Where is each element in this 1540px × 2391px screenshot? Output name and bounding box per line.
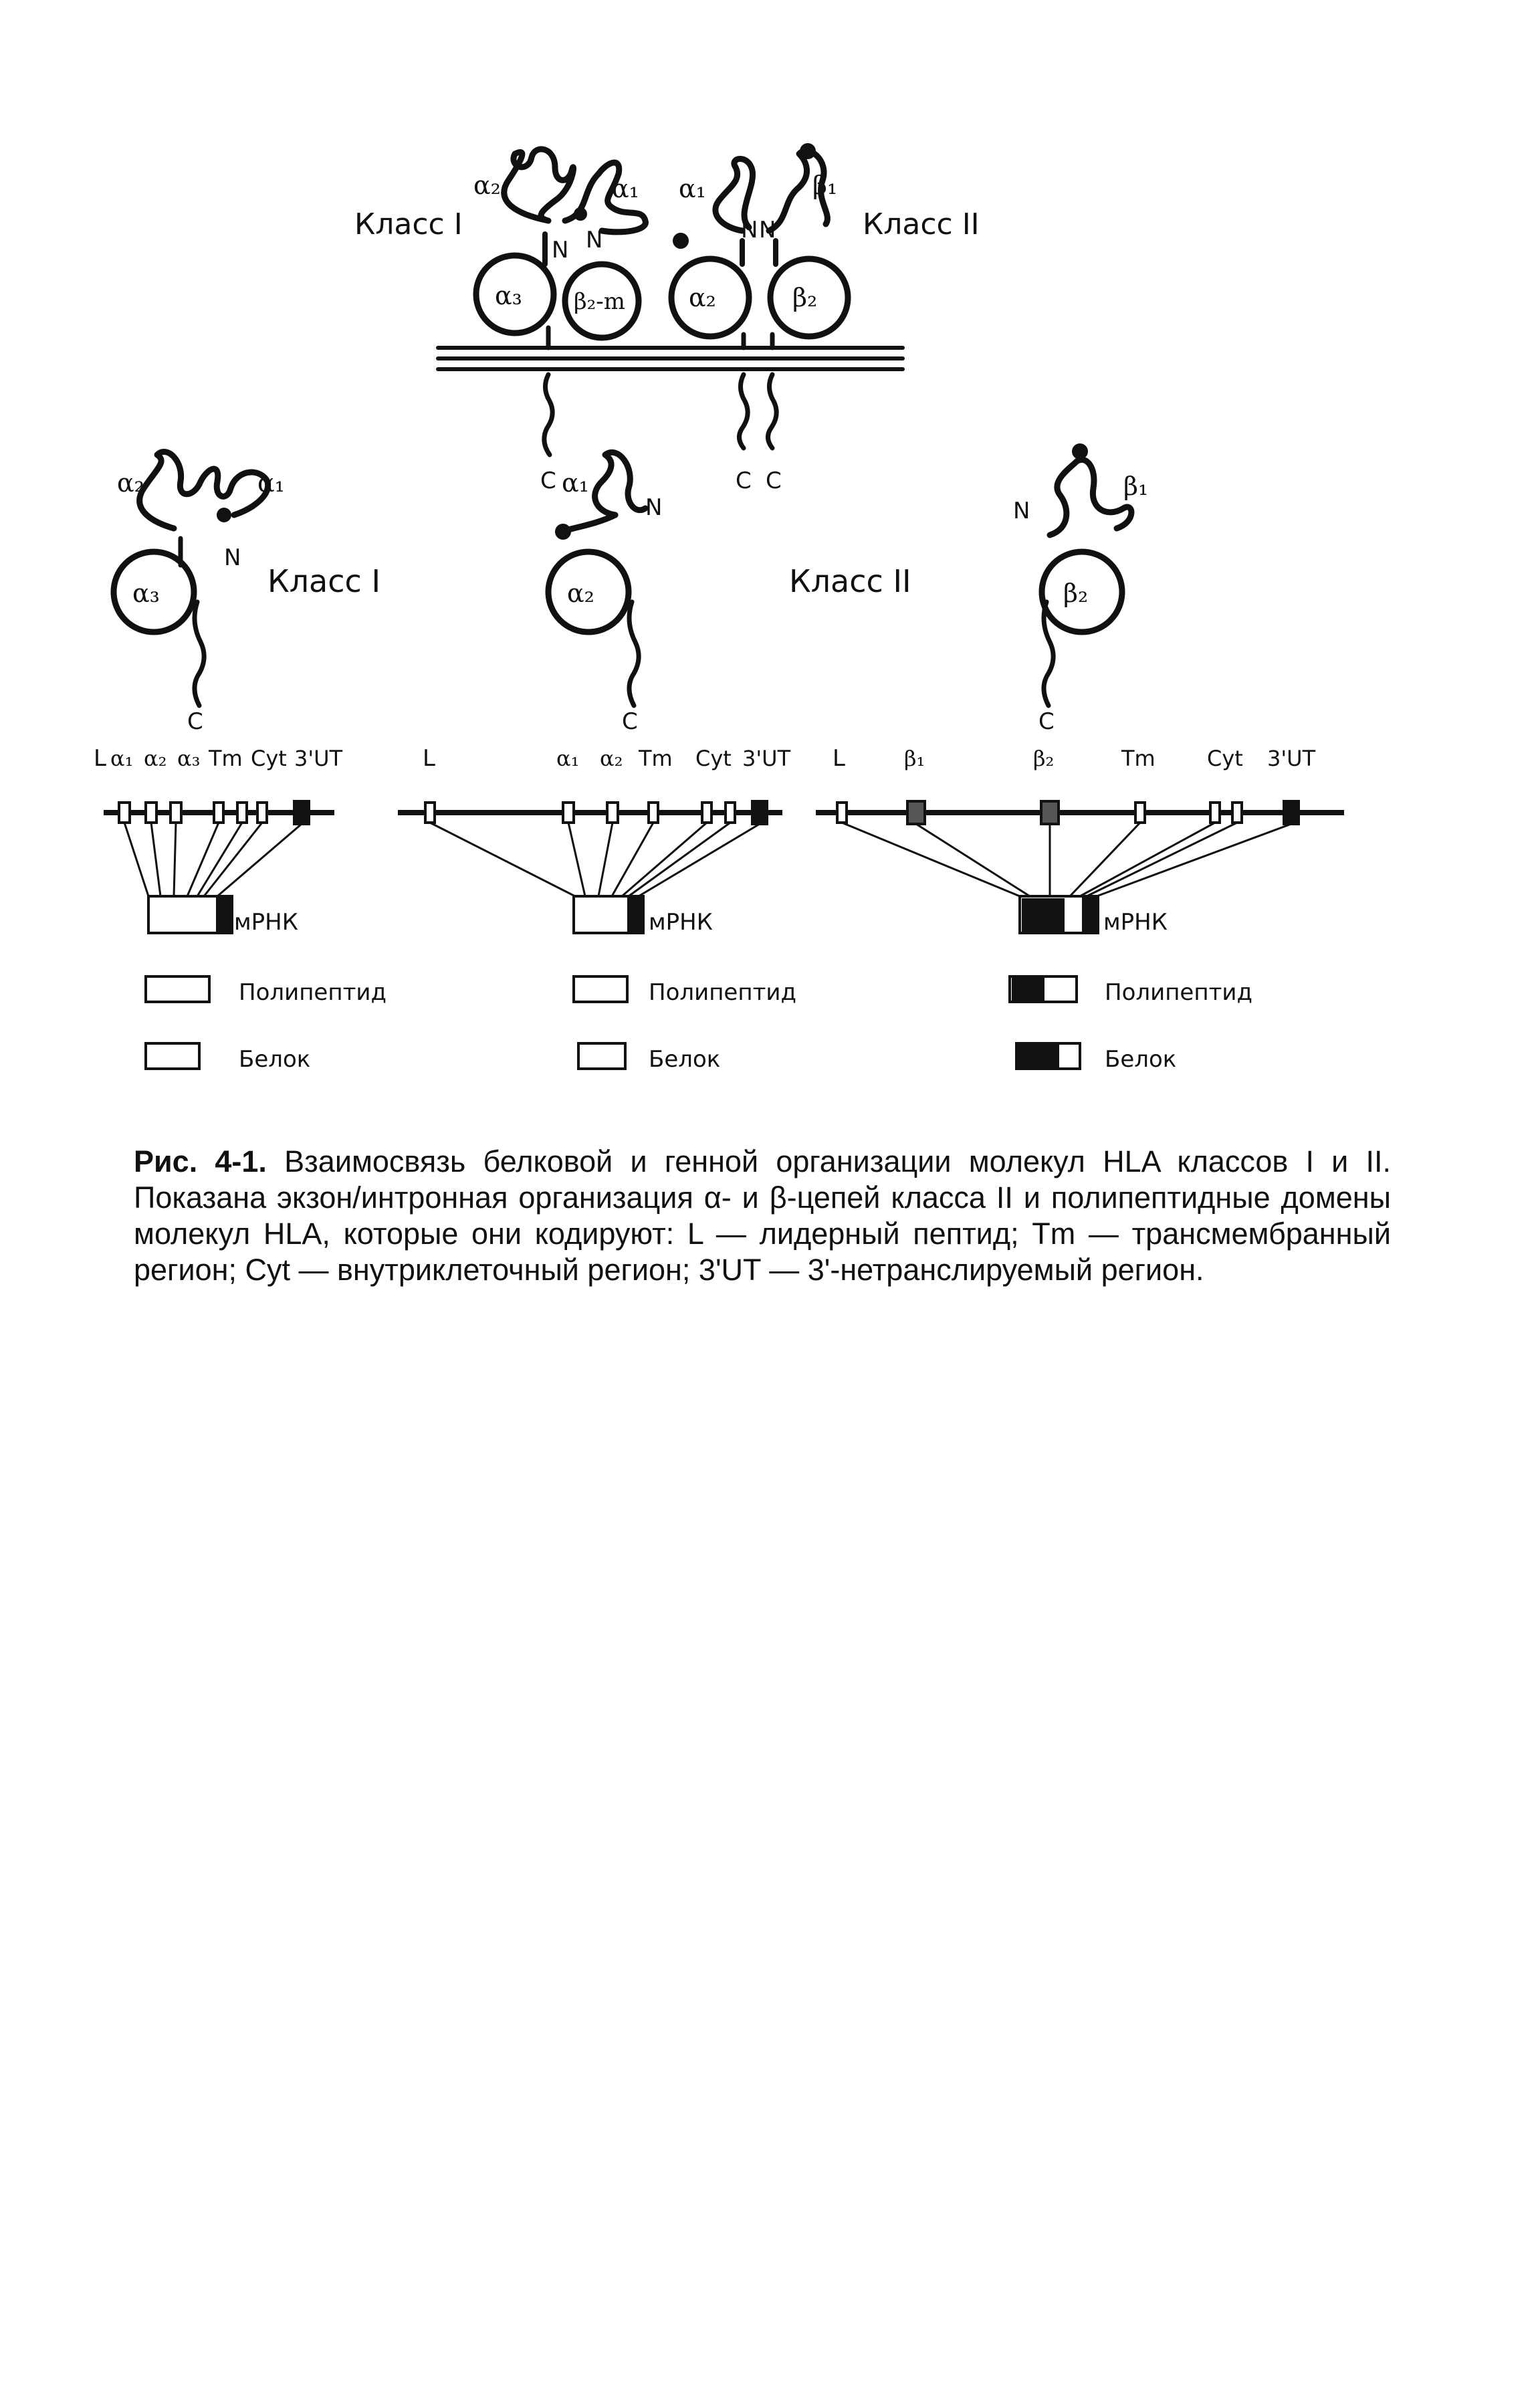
middle-chains xyxy=(110,443,1135,708)
p1-exon-a3: α₃ xyxy=(177,746,200,771)
top-n1: N xyxy=(552,237,568,264)
mid-c1: C xyxy=(187,708,203,735)
p2-exon-3ut: 3'UT xyxy=(742,746,791,771)
top-membrane-diagram xyxy=(436,143,905,457)
class2-b1-domain xyxy=(766,148,831,234)
p3-exon-3ut: 3'UT xyxy=(1267,746,1316,771)
caption-prefix: Рис. 4-1. xyxy=(134,1144,267,1178)
top-class2-label: Класс II xyxy=(863,207,980,241)
class2-a2-domain xyxy=(668,255,752,340)
p2-mrna: мРНК xyxy=(649,909,713,936)
class2-b2-domain xyxy=(767,255,851,340)
p2-exon-cyt: Cyt xyxy=(695,746,732,771)
top-a2-label: α₂ xyxy=(473,171,501,200)
p1-exon-a2: α₂ xyxy=(144,746,167,771)
p1-exon-tm: Tm xyxy=(208,746,243,771)
mid-c3: C xyxy=(1038,708,1055,735)
p1-exon-L: L xyxy=(94,745,106,772)
gene-panel-3: L β₁ β₂ Tm Cyt 3'UT xyxy=(816,745,1344,1073)
caption-text: Взаимосвязь белковой и генной организаци… xyxy=(134,1144,1391,1287)
middle-labels: α₂ α₁ N α₃ Класс I C α₁ N α₂ Класс II C … xyxy=(117,468,1148,735)
class2-b2-circle xyxy=(1038,548,1125,635)
mid-class2-b1-label: β₁ xyxy=(1123,472,1148,501)
p3-exon-cyt: Cyt xyxy=(1207,746,1243,771)
p1-exon-cyt: Cyt xyxy=(251,746,287,771)
p2-exon-a2: α₂ xyxy=(600,746,623,771)
mid-class2-b2-label: β₂ xyxy=(1063,579,1088,608)
mid-class2-label: Класс II xyxy=(789,563,911,599)
top-c1: C xyxy=(540,467,556,494)
mid-n2: N xyxy=(645,494,662,521)
gene-panel-1: L α₁ α₂ α₃ Tm Cyt 3'UT xyxy=(94,745,387,1073)
top-n3: N xyxy=(741,217,758,243)
class1-a3-circle xyxy=(110,548,197,635)
top-a3-label: α₃ xyxy=(495,281,522,310)
mid-class2-a1-label: α₁ xyxy=(562,468,589,498)
p2-exon-L: L xyxy=(423,745,435,772)
p3-exon-b1: β₁ xyxy=(904,746,925,771)
top-c3: C xyxy=(766,467,782,494)
p3-polypeptide: Полипептид xyxy=(1105,979,1252,1006)
p3-exon-L: L xyxy=(833,745,845,772)
top-n2: N xyxy=(586,227,602,253)
mid-a3-label: α₃ xyxy=(132,579,160,608)
p3-exon-tm: Tm xyxy=(1121,746,1156,771)
top-n4: N xyxy=(759,217,776,243)
class1-a1-domain xyxy=(562,159,649,235)
mid-class1-label: Класс I xyxy=(267,563,380,599)
mid-n1: N xyxy=(224,544,241,571)
class1-a2-domain xyxy=(501,146,576,224)
class1-a3-domain xyxy=(473,252,557,336)
p1-exon-a1: α₁ xyxy=(110,746,133,771)
mid-a2-label: α₂ xyxy=(117,468,144,498)
top-class1-label: Класс I xyxy=(354,207,463,241)
top-class2-a1-label: α₁ xyxy=(679,174,706,203)
mid-a1-label: α₁ xyxy=(257,468,285,498)
top-labels: Класс I Класс II α₂ α₁ α₃ β₂-m α₁ β₁ α₂ … xyxy=(354,171,980,494)
p3-protein: Белок xyxy=(1105,1046,1176,1073)
top-class2-b2-label: β₂ xyxy=(792,283,817,312)
class1-b2m-domain xyxy=(562,261,642,341)
p1-polypeptide: Полипептид xyxy=(239,979,387,1006)
p3-exon-b2: β₂ xyxy=(1033,746,1054,771)
p2-protein: Белок xyxy=(649,1046,720,1073)
top-b2m-label: β₂-m xyxy=(574,288,625,315)
mid-class2-a2-label: α₂ xyxy=(567,579,594,608)
p1-mrna: мРНК xyxy=(234,909,298,936)
top-class2-b1-label: β₁ xyxy=(812,171,837,200)
p3-mrna: мРНК xyxy=(1103,909,1168,936)
mid-c2: C xyxy=(622,708,638,735)
class2-a1-domain xyxy=(712,156,756,234)
p2-exon-a1: α₁ xyxy=(556,746,579,771)
top-a1-label: α₁ xyxy=(612,174,639,203)
top-c2: C xyxy=(736,467,752,494)
p2-exon-tm: Tm xyxy=(638,746,673,771)
p1-exon-3ut: 3'UT xyxy=(294,746,343,771)
p2-polypeptide: Полипептид xyxy=(649,979,796,1006)
figure-caption: Рис. 4-1. Взаимосвязь белковой и генной … xyxy=(134,1144,1391,1288)
mid-n3: N xyxy=(1013,498,1030,524)
hla-figure: Класс I Класс II α₂ α₁ α₃ β₂-m α₁ β₁ α₂ … xyxy=(94,143,1344,1073)
top-class2-a2-label: α₂ xyxy=(689,283,716,312)
gene-panel-2: L α₁ α₂ Tm Cyt 3'UT xyxy=(398,745,796,1073)
p1-protein: Белок xyxy=(239,1046,310,1073)
class2-a2-circle xyxy=(545,548,632,635)
